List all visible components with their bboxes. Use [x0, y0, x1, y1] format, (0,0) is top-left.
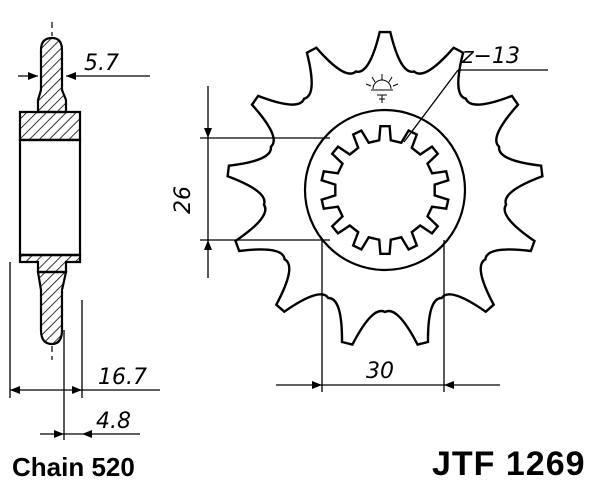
front-view — [226, 30, 544, 346]
hub-circle — [303, 108, 467, 272]
dim-spline-diameter: 26 — [171, 186, 196, 214]
side-dimensions — [9, 72, 160, 440]
part-number-label: JTF 1269 — [432, 445, 586, 483]
dim-hub-diameter: 30 — [366, 359, 394, 384]
side-upper-hub — [18, 110, 82, 142]
dim-overall-width: 16.7 — [98, 365, 147, 390]
front-dimensions — [200, 69, 548, 392]
side-top-tooth — [36, 36, 68, 114]
side-bottom-tooth — [36, 270, 68, 346]
side-bore — [18, 138, 82, 257]
chain-size-label: Chain 520 — [12, 452, 135, 482]
side-lower-hub — [18, 253, 82, 274]
spline-bore — [320, 125, 450, 255]
dim-tooth-count: z−13 — [461, 44, 520, 69]
dim-plate-thickness: 4.8 — [96, 409, 131, 434]
sprocket-outline — [226, 30, 544, 346]
side-section-view — [18, 22, 82, 360]
dim-hub-width: 5.7 — [84, 51, 119, 76]
sun-emblem-icon — [365, 74, 399, 103]
